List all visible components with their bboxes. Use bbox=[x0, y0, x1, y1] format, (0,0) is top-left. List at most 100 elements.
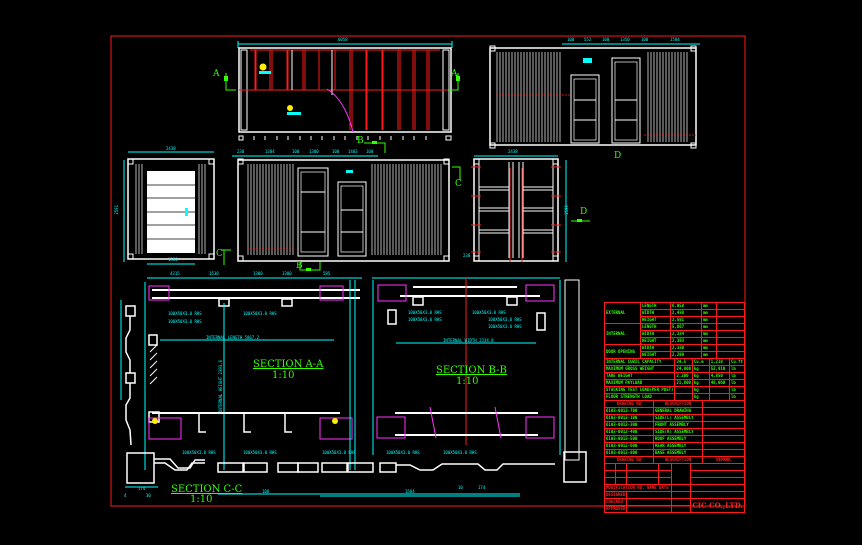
spec-value: 48,060 bbox=[708, 379, 730, 387]
section-marker-d-top: D bbox=[614, 151, 622, 161]
spec-unit: Cu.ft bbox=[728, 358, 746, 366]
cell-value: 2,393 bbox=[670, 337, 702, 345]
cell-label: WIDTH bbox=[640, 344, 671, 352]
dim-c-7: 10 bbox=[458, 485, 463, 490]
cell-blank bbox=[615, 463, 628, 471]
cell-value: 6,058 bbox=[670, 302, 702, 310]
dim-front-3: 100 bbox=[292, 149, 300, 154]
dim-rear-4: 1350 bbox=[620, 37, 630, 42]
cell-blank bbox=[702, 407, 745, 415]
callout-a-2: 100X50X3.0 RHS bbox=[168, 319, 202, 324]
callout-b-2: 100X50X3.0 RHS bbox=[408, 317, 442, 322]
group-door-opening: DOOR OPENING bbox=[604, 344, 641, 359]
spec-unit: kg bbox=[691, 372, 710, 380]
parts-header-desc: DESCRIPTION bbox=[653, 400, 703, 408]
cell-blank bbox=[603, 477, 617, 485]
group-external: EXTERNAL bbox=[604, 302, 641, 324]
section-c-c-scale: 1:10 bbox=[190, 494, 213, 505]
section-marker-d-right: D bbox=[580, 207, 588, 217]
part-description: GENERAL DRAWING bbox=[653, 407, 703, 415]
section-a-a bbox=[144, 277, 362, 470]
cell-blank bbox=[716, 302, 745, 310]
section-marker-a-right: A bbox=[451, 69, 458, 79]
spec-label: TARE WEIGHT bbox=[603, 372, 676, 380]
part-number: 6103-0012-100 bbox=[604, 414, 654, 422]
approval-designed: DESIGNED bbox=[603, 491, 628, 499]
spec-value bbox=[708, 386, 730, 394]
dim-c-2: 174 bbox=[138, 486, 146, 491]
cell-blank bbox=[670, 463, 692, 485]
cell-blank bbox=[690, 484, 745, 492]
cell-blank bbox=[702, 435, 745, 443]
callout-c-3: 100X50X3.0 RHS bbox=[322, 450, 356, 455]
dim-overall-length: 6058 bbox=[338, 37, 348, 42]
dim-front-right: 230 bbox=[463, 253, 471, 258]
marker-dot bbox=[287, 105, 293, 111]
cell-blank bbox=[670, 484, 692, 492]
part-description: BASE ASSEMBLY bbox=[653, 449, 703, 457]
section-a-a-title: SECTION A-A bbox=[253, 359, 324, 370]
dim-c-4: 100 bbox=[262, 489, 270, 494]
cell-blank bbox=[626, 498, 672, 506]
callout-c-2: 100X50X3.0 RHS bbox=[243, 450, 277, 455]
spec-value: 2,200 bbox=[674, 372, 693, 380]
part-description: SIDE(L) ASSEMBLY bbox=[653, 414, 703, 422]
dim-front-5: 100 bbox=[332, 149, 340, 154]
spec-value: 52,910 bbox=[708, 365, 730, 373]
section-marker-c-left: C bbox=[216, 249, 223, 259]
cell-unit: mm bbox=[701, 316, 717, 324]
cell-blank bbox=[670, 505, 692, 513]
callout-c-4: 100X50X3.0 RHS bbox=[386, 450, 420, 455]
spec-value: 4,850 bbox=[708, 372, 730, 380]
company-name: CIC CO.,LTD. bbox=[690, 498, 745, 513]
dim-c-5: 1584 bbox=[405, 489, 415, 494]
spec-label: STACKING TEST LOAD(PER POST) bbox=[603, 386, 676, 394]
cell-blank bbox=[716, 309, 745, 317]
title-block: EXTERNAL LENGTH 6,058 mm WIDTH 2,438 mm … bbox=[603, 302, 746, 513]
cell-unit: mm bbox=[701, 309, 717, 317]
cell-blank bbox=[670, 498, 692, 506]
dim-section-a-3: 1300 bbox=[253, 271, 263, 276]
dim-door-width: 2438 bbox=[508, 149, 518, 154]
dim-section-a-5: 585 bbox=[323, 271, 331, 276]
callout-c-5: 100X50X3.0 RHS bbox=[443, 450, 477, 455]
spec-value: 1,218 bbox=[708, 358, 730, 366]
cell-blank bbox=[670, 491, 692, 499]
section-marker-b: B bbox=[357, 136, 364, 146]
part-number: 6103-0012-500 bbox=[604, 435, 654, 443]
spec-unit: lb bbox=[728, 379, 746, 387]
cell-label: HEIGHT bbox=[640, 316, 671, 324]
part-number: 6103-0012-300 bbox=[604, 421, 654, 429]
corner-post-profile bbox=[125, 305, 205, 484]
cell-label: WIDTH bbox=[640, 309, 671, 317]
spec-value: 24,000 bbox=[674, 365, 693, 373]
cell-label: LENGTH bbox=[640, 323, 671, 331]
section-b-b bbox=[372, 277, 561, 455]
cell-value: 2,591 bbox=[670, 316, 702, 324]
cell-value: 2,438 bbox=[670, 309, 702, 317]
cell-unit: mm bbox=[701, 323, 717, 331]
spec-unit: kg bbox=[691, 365, 710, 373]
cell-blank bbox=[626, 491, 672, 499]
cell-blank bbox=[626, 477, 660, 485]
part-number: 6103-0012-600 bbox=[604, 442, 654, 450]
part-description: SIDE(R) ASSEMBLY bbox=[653, 428, 703, 436]
callout-a-1: 100X50X3.0 RHS bbox=[168, 311, 202, 316]
spec-label: INTERNAL CUBIC CAPACITY bbox=[603, 358, 676, 366]
spec-label: MAXIMUM GROSS WEIGHT bbox=[603, 365, 676, 373]
cell-blank bbox=[690, 477, 745, 485]
part-number: 6103-0012-400 bbox=[604, 428, 654, 436]
section-marker-a-left: A bbox=[213, 69, 220, 79]
cell-blank bbox=[615, 470, 628, 478]
cell-blank bbox=[716, 337, 745, 345]
cell-blank bbox=[690, 470, 745, 478]
dim-rear-6: 1584 bbox=[670, 37, 680, 42]
cell-blank bbox=[626, 470, 660, 478]
cell-blank bbox=[603, 470, 617, 478]
spec-unit: Cu.m bbox=[691, 358, 710, 366]
section-c-c-title: SECTION C-C bbox=[171, 484, 243, 495]
part-description: REAR ASSEMBLY bbox=[653, 442, 703, 450]
part-number: 6103-0012-700 bbox=[604, 407, 654, 415]
parts-header-no: DRAWING NO bbox=[604, 400, 654, 408]
